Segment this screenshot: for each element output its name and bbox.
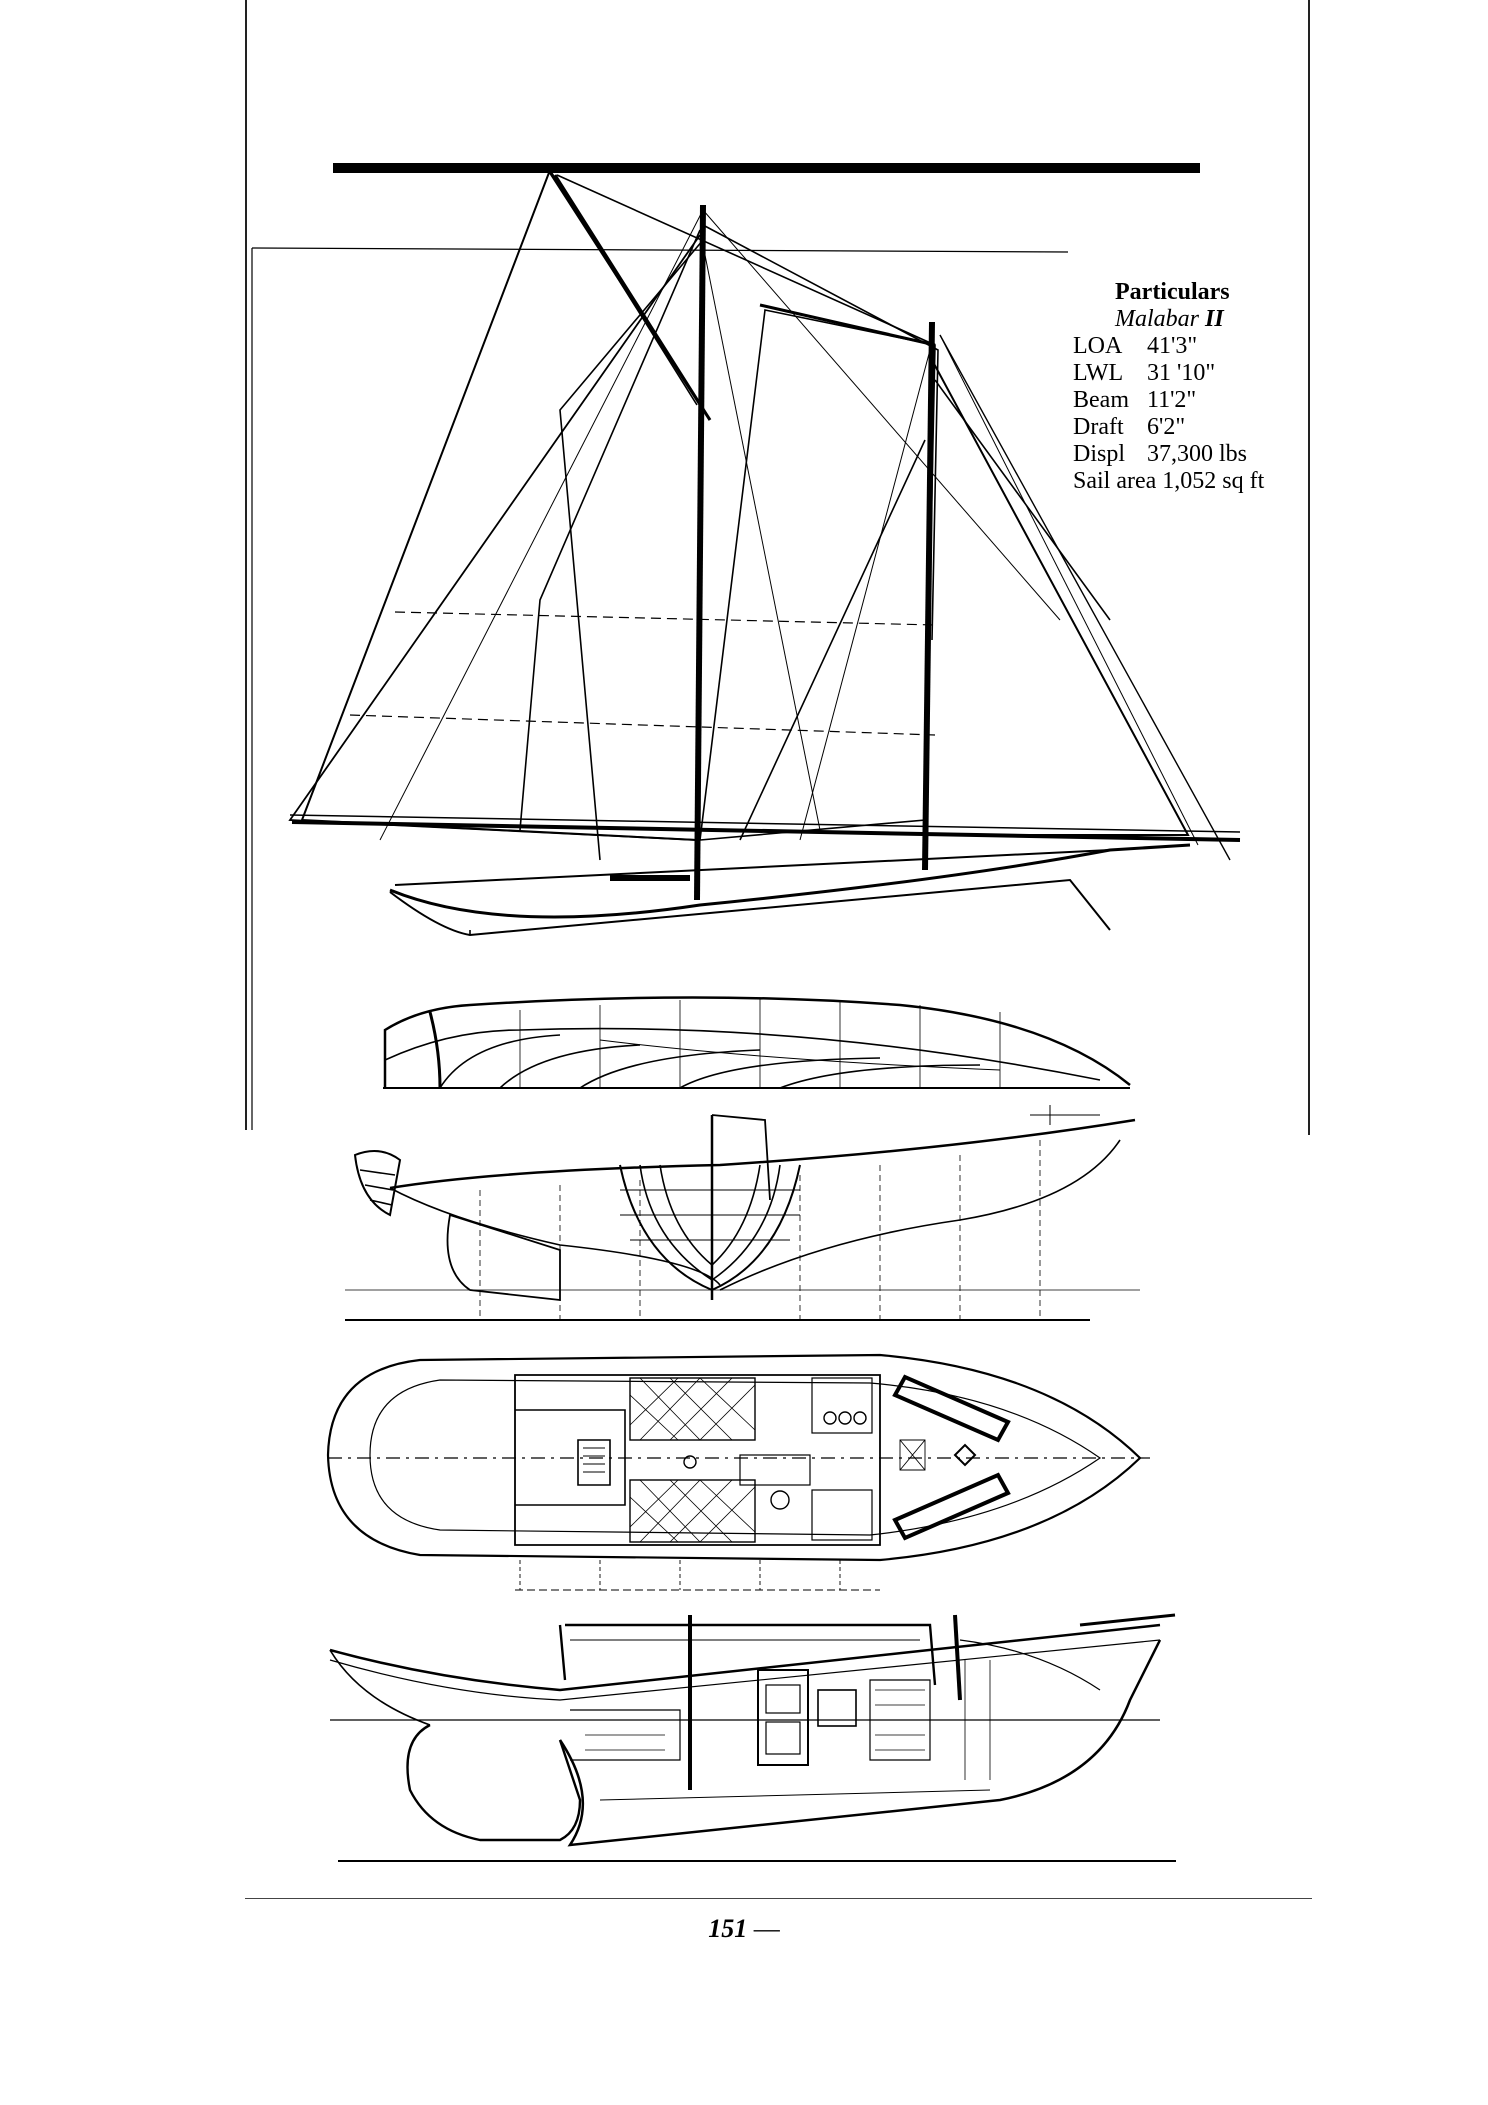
spec-value: 1,052 sq ft — [1162, 468, 1265, 494]
spec-row-lwl: LWL 31 '10" — [1073, 360, 1303, 387]
page-number: 151 — — [0, 1914, 1488, 1944]
page-number-value: 151 — [708, 1914, 748, 1943]
header-bar — [333, 163, 1200, 173]
body-plan-drawing — [345, 1105, 1140, 1321]
left-margin-rule — [245, 0, 247, 1130]
particulars-heading: Particulars — [1115, 279, 1230, 305]
drawing-base-rule — [338, 1860, 1176, 1862]
boat-name-numeral: II — [1205, 306, 1224, 332]
spec-row-beam: Beam 11'2" — [1073, 387, 1303, 414]
spec-label: LWL — [1073, 360, 1124, 386]
spec-value: 37,300 lbs — [1147, 441, 1248, 467]
footer-rule — [245, 1898, 1312, 1899]
spec-label: Displ — [1073, 441, 1126, 467]
spec-value: 6'2" — [1147, 414, 1186, 440]
spec-row-displ: Displ 37,300 lbs — [1073, 441, 1303, 468]
boat-name-text: Malabar — [1115, 306, 1199, 332]
page-number-suffix: — — [747, 1914, 780, 1943]
lines-profile-drawing — [383, 996, 1131, 1089]
inboard-profile-drawing — [329, 1613, 1176, 1847]
spec-label: Draft — [1073, 414, 1124, 440]
particulars-box: Particulars Malabar II LOA 41'3" LWL 31 '1… — [1073, 279, 1303, 495]
spec-row-loa: LOA 41'3" — [1073, 333, 1303, 360]
spec-label: LOA — [1073, 333, 1123, 359]
spec-value: 31 '10" — [1147, 360, 1216, 386]
spec-value: 11'2" — [1147, 387, 1197, 413]
spec-label: Sail area — [1073, 468, 1157, 494]
spec-label: Beam — [1073, 387, 1129, 413]
deck-plan-drawing — [326, 1353, 1150, 1591]
spec-row-draft: Draft 6'2" — [1073, 414, 1303, 441]
sail-plan-drawing — [251, 169, 1241, 1130]
spec-row-sail-area: Sail area 1,052 sq ft — [1073, 468, 1303, 495]
right-margin-rule — [1308, 0, 1310, 1135]
spec-value: 41'3" — [1147, 333, 1198, 359]
boat-name: Malabar II — [1073, 306, 1303, 333]
